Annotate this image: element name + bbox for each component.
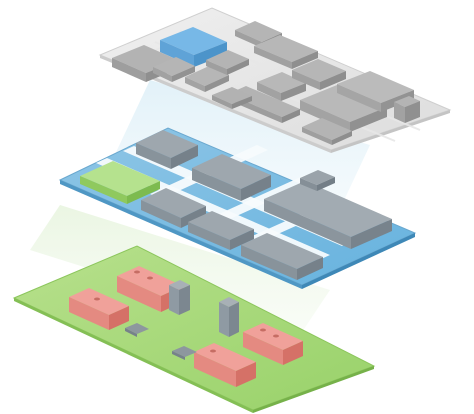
top-gray-building-12 xyxy=(302,118,352,145)
top-plate-layer xyxy=(98,7,452,153)
top-highlight-building xyxy=(160,27,227,67)
top-gray-building-2 xyxy=(153,57,195,82)
bottom-tower-2 xyxy=(219,297,239,337)
bottom-plate-edge-front xyxy=(14,298,253,413)
middle-gray-block-1 xyxy=(136,130,198,169)
middle-plate-edge-front xyxy=(60,180,302,289)
middle-gray-block-2 xyxy=(192,154,271,201)
bottom-red-building-3 xyxy=(243,323,303,365)
bottom-plate-edge-right xyxy=(253,366,374,413)
bottom-small-pad-2 xyxy=(172,346,197,360)
top-gray-building-13 xyxy=(394,96,420,123)
middle-gray-block-3 xyxy=(141,188,206,228)
middle-plate-edge-right xyxy=(302,233,415,289)
bottom-small-pad-1 xyxy=(125,323,149,337)
top-gray-building-9 xyxy=(292,59,346,90)
top-gray-building-8 xyxy=(257,72,306,101)
top-gray-building-4 xyxy=(206,50,249,75)
middle-gray-block-4 xyxy=(188,211,254,250)
middle-park-block xyxy=(80,161,160,204)
bottom-red-building-2 xyxy=(69,288,129,330)
top-gray-building-10 xyxy=(300,85,387,132)
middle-plate-layer xyxy=(58,127,417,289)
bottom-red-building-4 xyxy=(194,343,256,387)
top-plate-edge-right xyxy=(331,110,450,153)
middle-gray-block-7 xyxy=(300,170,335,191)
middle-gray-block-5 xyxy=(264,181,392,249)
top-gray-building-14 xyxy=(212,87,252,109)
top-gray-building-7 xyxy=(254,35,318,69)
middle-gray-block-6 xyxy=(241,233,323,280)
bottom-plate-layer xyxy=(12,245,376,413)
bottom-tower-1 xyxy=(169,280,190,315)
top-plate-edge-front xyxy=(100,55,331,153)
